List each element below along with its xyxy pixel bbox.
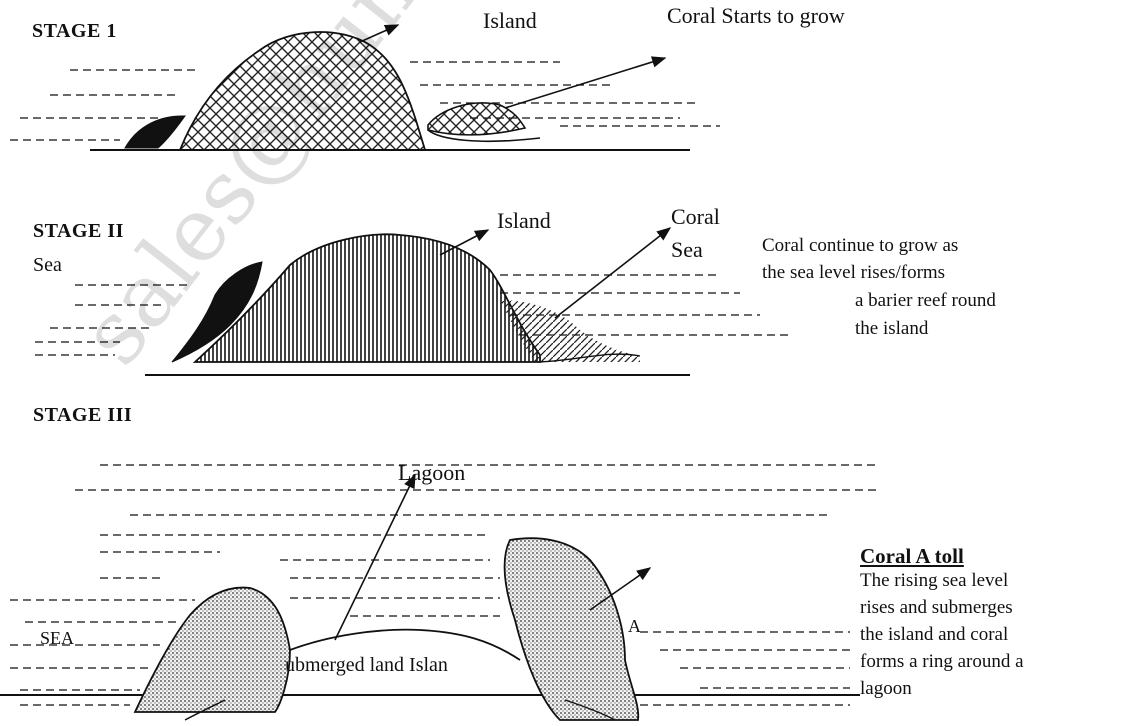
stage2-note-line-1: Coral continue to grow as — [762, 235, 958, 257]
stage3-right-coral — [505, 538, 639, 720]
stage1-coral-arrow — [505, 58, 665, 108]
stage1-title: STAGE 1 — [32, 20, 117, 43]
stage3-title: STAGE III — [33, 404, 132, 427]
stage3-submerged-label: ubmerged land Islan — [285, 654, 448, 677]
stage1-island-label: Island — [483, 8, 537, 34]
stage1-drawing — [10, 25, 720, 150]
stage3-drawing — [0, 465, 880, 720]
atoll-note-line-4: forms a ring around a — [860, 651, 1024, 673]
stage1-coral-shape — [428, 103, 525, 135]
stage2-title: STAGE II — [33, 220, 124, 243]
stage3-a-label: A — [628, 616, 641, 637]
stage3-lagoon-label: Lagoon — [398, 460, 465, 486]
stage2-note-line-2: the sea level rises/forms — [762, 262, 945, 284]
stage1-island-shape — [180, 32, 425, 150]
atoll-note-line-1: The rising sea level — [860, 570, 1008, 592]
stage3-lagoon-arrow — [335, 475, 415, 640]
stage2-island-label: Island — [497, 208, 551, 234]
atoll-note-line-2: rises and submerges — [860, 597, 1013, 619]
atoll-note-line-3: the island and coral — [860, 624, 1008, 646]
stage1-coral-label: Coral Starts to grow — [667, 3, 845, 29]
stage1-dark-rock — [125, 116, 185, 148]
stage2-coral-label: Coral — [671, 204, 720, 230]
stage2-coral-arrow — [555, 228, 670, 318]
stage2-sea-label: Sea — [33, 254, 62, 277]
atoll-title: Coral A toll — [860, 544, 964, 569]
stage1-island-arrow — [360, 25, 398, 42]
stage2-note-line-3: a barier reef round — [855, 290, 996, 312]
stage3-sea-label: SEA — [40, 628, 74, 649]
stage3-left-coral — [135, 588, 290, 712]
stage2-note-line-4: the island — [855, 318, 928, 340]
stage2-coral-sea-label: Sea — [671, 237, 703, 263]
atoll-note-line-5: lagoon — [860, 678, 912, 700]
